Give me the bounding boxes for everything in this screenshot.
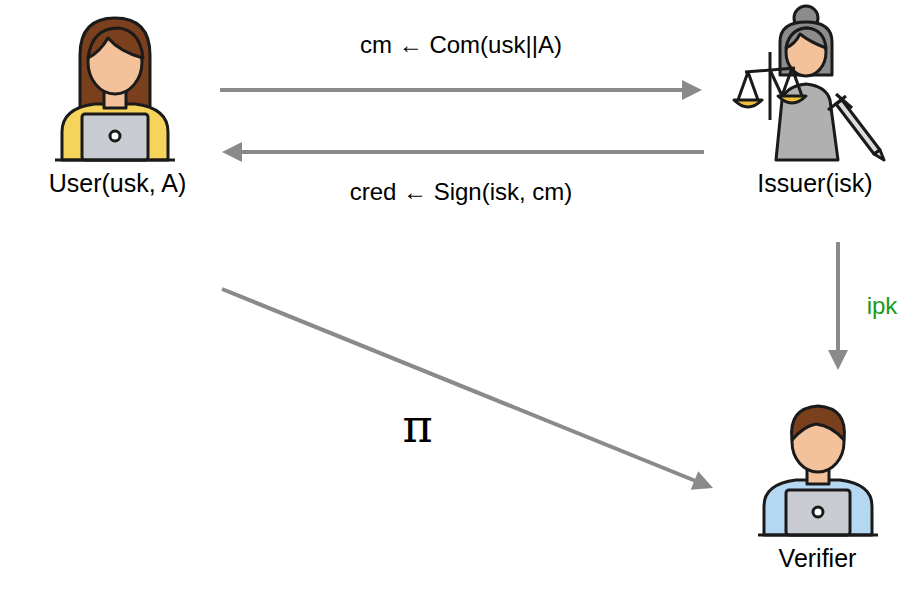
issuer-icon (734, 6, 884, 160)
user-icon (55, 18, 175, 160)
issuer-node: Issuer(isk) (712, 0, 918, 202)
arrow-head (682, 80, 702, 100)
node-label: Verifier (779, 543, 857, 573)
verifier-node: Verifier (735, 395, 900, 577)
arrow-line (220, 88, 684, 92)
arrow-head (222, 142, 242, 162)
edge-label: cm ← Com(usk||A) (356, 31, 566, 60)
arrow-head (828, 350, 848, 370)
arrow-line (836, 242, 840, 352)
edge-label: ipk (863, 292, 902, 321)
edge-label: π (398, 399, 436, 454)
arrow-connector (222, 142, 704, 162)
user-node: User(usk, A) (25, 0, 210, 202)
arrow-line (222, 289, 696, 481)
arrow-connector (222, 289, 713, 490)
node-label: Issuer(isk) (757, 168, 872, 198)
arrow-connector (828, 242, 848, 370)
node-label: User(usk, A) (49, 168, 187, 198)
verifier-icon (758, 406, 878, 535)
arrow-connector (220, 80, 702, 100)
arrow-line (240, 150, 704, 154)
edge-label: cred ← Sign(isk, cm) (346, 178, 577, 207)
arrow-head (691, 471, 713, 490)
